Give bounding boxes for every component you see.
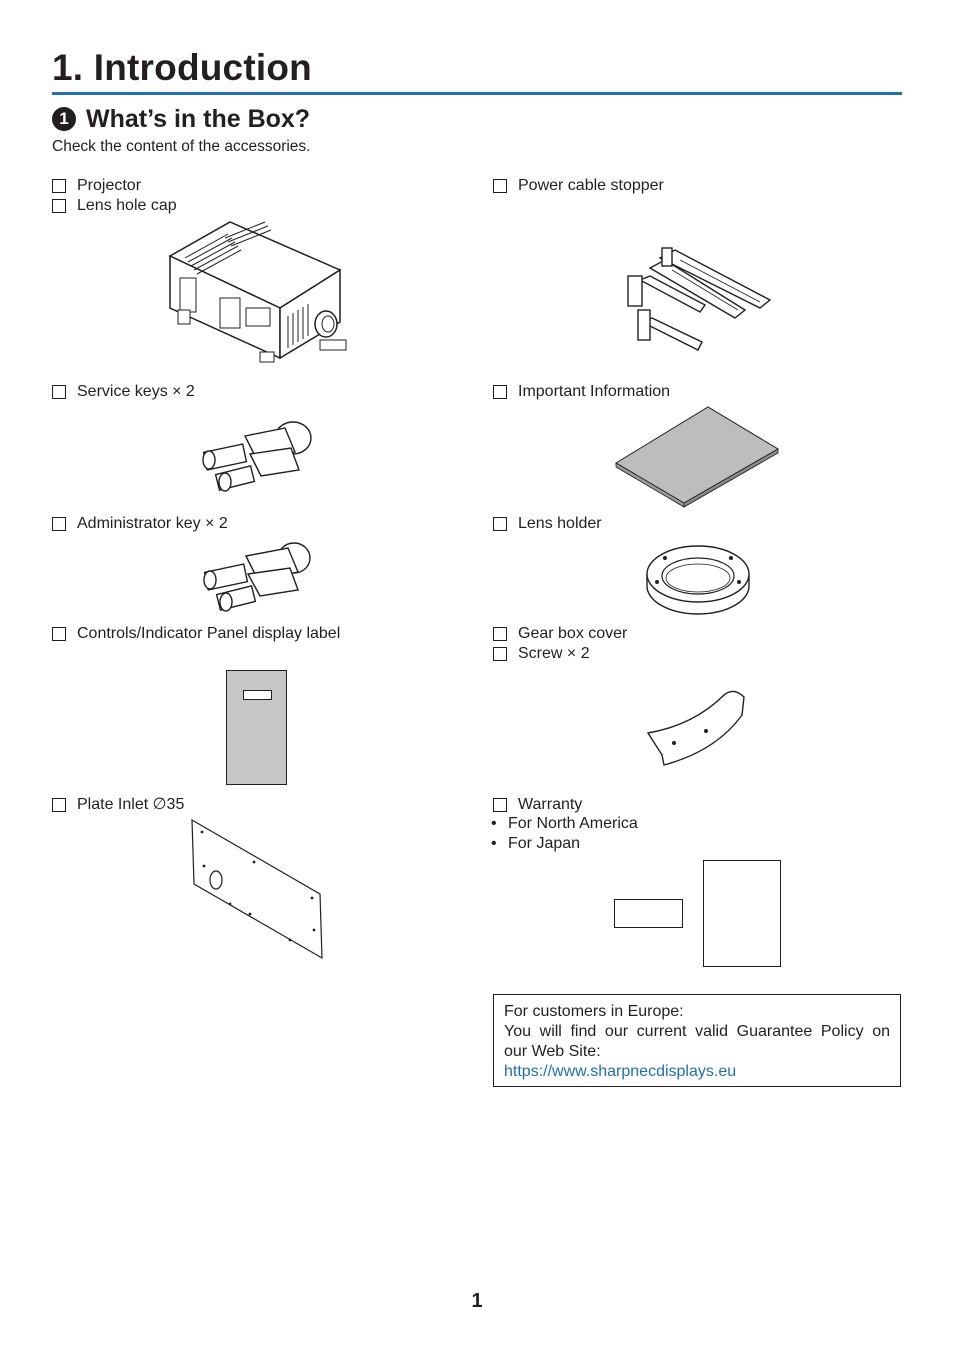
warranty-bullet-japan: •For Japan [491, 835, 581, 852]
checkbox-icon[interactable] [493, 627, 507, 641]
item-label: Important Information [518, 383, 671, 400]
item-label: Administrator key × 2 [77, 515, 228, 532]
europe-notice-box: For customers in Europe: You will find o… [493, 994, 901, 1087]
item-label: Screw × 2 [518, 645, 590, 662]
checkbox-icon[interactable] [493, 385, 507, 399]
important-information-booklet-illustration [612, 405, 782, 510]
projector-illustration [160, 218, 355, 378]
checklist-item-controls-label: Controls/Indicator Panel display label [52, 624, 340, 644]
plate-inlet-illustration [190, 818, 325, 960]
checklist-item-lens-hole-cap: Lens hole cap [52, 196, 177, 216]
checklist-item-power-cable-stopper: Power cable stopper [493, 176, 664, 196]
checkbox-icon[interactable] [493, 647, 507, 661]
checkbox-icon[interactable] [493, 179, 507, 193]
checklist-item-administrator-key: Administrator key × 2 [52, 514, 228, 534]
warranty-card-north-america [614, 899, 683, 928]
checkbox-icon[interactable] [493, 517, 507, 531]
checklist-item-lens-holder: Lens holder [493, 514, 602, 534]
item-label: Controls/Indicator Panel display label [77, 625, 341, 642]
intro-text: Check the content of the accessories. [52, 138, 311, 155]
service-keys-illustration [195, 414, 320, 499]
administrator-key-illustration [198, 538, 316, 618]
item-label: Warranty [518, 796, 583, 813]
warranty-sheet-japan [703, 860, 781, 967]
checklist-item-gear-box-cover: Gear box cover [493, 624, 627, 644]
power-cable-stopper-illustration [620, 240, 775, 355]
item-label: Lens holder [518, 515, 602, 532]
item-label: Gear box cover [518, 625, 628, 642]
checkbox-icon[interactable] [52, 627, 66, 641]
europe-notice-line2: You will find our current valid Guarante… [504, 1023, 890, 1040]
item-label: Lens hole cap [77, 197, 177, 214]
checklist-item-important-information: Important Information [493, 382, 670, 402]
europe-notice-line1: For customers in Europe: [504, 1003, 684, 1020]
page-number: 1 [471, 1290, 483, 1312]
number-badge-icon: 1 [52, 107, 76, 131]
checklist-item-projector: Projector [52, 176, 141, 196]
chapter-title: 1. Introduction [52, 47, 312, 88]
controls-label-illustration [226, 670, 287, 785]
item-label: Service keys × 2 [77, 383, 195, 400]
section-heading: 1 What’s in the Box? [52, 102, 310, 136]
title-rule [52, 92, 902, 95]
item-label: Plate Inlet ∅35 [77, 796, 185, 813]
checkbox-icon[interactable] [52, 517, 66, 531]
europe-guarantee-link[interactable]: https://www.sharpnecdisplays.eu [504, 1063, 737, 1080]
item-label: Projector [77, 177, 142, 194]
section-title: What’s in the Box? [86, 105, 311, 133]
checkbox-icon[interactable] [52, 385, 66, 399]
item-label: Power cable stopper [518, 177, 664, 194]
checkbox-icon[interactable] [52, 199, 66, 213]
checklist-item-service-keys: Service keys × 2 [52, 382, 195, 402]
checklist-item-screw: Screw × 2 [493, 644, 590, 664]
checkbox-icon[interactable] [493, 798, 507, 812]
checkbox-icon[interactable] [52, 179, 66, 193]
gear-box-cover-illustration [644, 685, 748, 769]
checklist-item-warranty: Warranty [493, 795, 582, 815]
label-window [243, 690, 272, 700]
warranty-bullet-north-america: •For North America [491, 815, 638, 832]
checkbox-icon[interactable] [52, 798, 66, 812]
lens-holder-illustration [643, 540, 753, 616]
checklist-item-plate-inlet: Plate Inlet ∅35 [52, 795, 184, 815]
europe-notice-line3: our Web Site: [504, 1043, 601, 1060]
